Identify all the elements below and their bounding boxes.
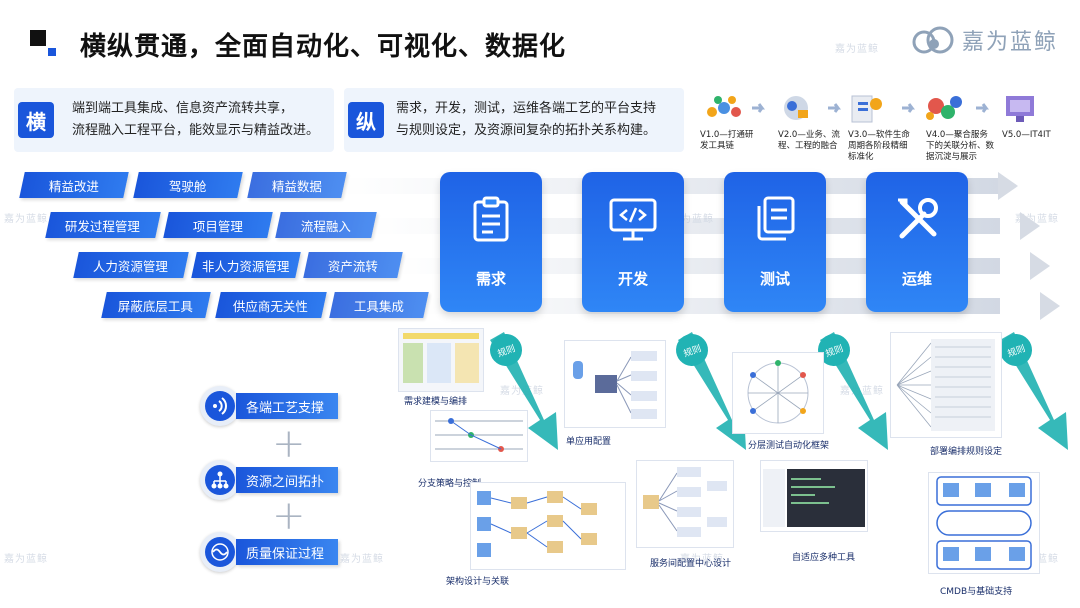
logo: 嘉为蓝鲸 [912,22,1058,58]
watermark: 嘉为蓝鲸 [500,386,544,397]
thumbnail-service-config-center [636,460,734,548]
horizontal-badge: 横 [18,102,54,138]
phase-label: 需求 [475,270,506,288]
support-label: 各端工艺支撑 [236,393,339,419]
phase-testing: 测试 [724,172,826,312]
pill-lean-improve: 精益改进 [19,172,129,198]
caption-branch-strategy: 分支策略与控制 [418,479,482,489]
document-stack-icon [757,196,795,241]
plus-icon: + [272,421,306,467]
thumbnail-requirement-modeling [398,328,484,392]
version-icons [700,88,1060,128]
phase-development: 开发 [582,172,684,312]
logo-icon [912,26,954,54]
version-label-5: V5.0—IT4IT [1002,130,1051,140]
page-title: 横纵贯通，全面自动化、可视化、数据化 [80,32,567,62]
support-process: 各端工艺支撑 [200,386,352,426]
watermark: 嘉为蓝鲸 [4,214,48,225]
pill-nonhr-mgmt: 非人力资源管理 [191,252,301,278]
pill-shield-tools: 屏蔽底层工具 [101,292,211,318]
thumbnail-single-app-config [564,340,666,428]
phase-requirement: 需求 [440,172,542,312]
version-label-2: V2.0—业务、流程、工程的融合 [778,130,840,151]
watermark: 嘉为蓝鲸 [4,554,48,565]
version-label-1: V1.0—打通研发工具链 [700,130,754,151]
thumbnail-cmdb [928,472,1040,574]
support-icon-wrap [200,460,240,500]
caption-architecture: 架构设计与关联 [446,577,510,587]
stream-arrowhead [1040,292,1060,320]
support-quality: 质量保证过程 [200,532,352,572]
v3-icon [851,95,882,123]
tools-icon [898,198,938,239]
thumbnail-layered-testing [732,352,824,434]
caption-service-config-center: 服务间配置中心设计 [650,559,732,569]
v5-icon [1006,96,1034,122]
horizontal-text-2: 流程融入工程平台，能效显示与精益改进。 [72,123,320,138]
stream-arrowhead [998,172,1018,200]
pill-cockpit: 驾驶舱 [133,172,243,198]
pill-rd-process: 研发过程管理 [45,212,161,238]
caption-single-app-config: 单应用配置 [566,437,612,447]
phase-label: 运维 [901,270,932,288]
thumbnail-architecture [470,482,626,570]
horizontal-card [14,88,334,152]
stream-arrowhead [1020,212,1040,240]
support-icon-wrap [200,386,240,426]
topology-icon [211,471,229,489]
title-mark [30,30,56,56]
pill-process-merge: 流程融入 [275,212,377,238]
signal-icon [213,397,227,415]
v4-icon [926,96,962,120]
phase-label: 测试 [759,270,790,288]
clipboard-icon [473,196,509,242]
stream-row-4 [420,298,1000,314]
wave-icon [211,543,229,561]
watermark: 嘉为蓝鲸 [680,554,724,565]
pill-tool-integration: 工具集成 [329,292,429,318]
support-label: 资源之间拓扑 [236,467,339,493]
pill-project-mgmt: 项目管理 [163,212,273,238]
vertical-card [344,88,684,152]
version-label-4: V4.0—聚合服务下的关联分析、数据沉淀与展示 [926,130,995,162]
vertical-text-2: 与规则设定，及资源间复杂的拓扑关系构建。 [396,123,657,138]
caption-deploy-orchestration: 部署编排规则设定 [930,447,1003,457]
watermark: 嘉为蓝鲸 [840,386,884,397]
pill-lean-data: 精益数据 [247,172,347,198]
logo-text: 嘉为蓝鲸 [962,30,1059,55]
pill-vendor-neutral: 供应商无关性 [215,292,327,318]
vertical-badge: 纵 [348,102,384,138]
horizontal-text-1: 端到端工具集成、信息资产流转共享， [72,101,294,116]
v2-icon [784,96,808,120]
pill-hr-mgmt: 人力资源管理 [73,252,189,278]
phase-label: 开发 [617,270,648,288]
support-icon-wrap [200,532,240,572]
support-label: 质量保证过程 [236,539,339,565]
version-label-3: V3.0—软件生命周期各阶段精细标准化 [848,130,910,162]
watermark: 嘉为蓝鲸 [340,554,384,565]
version-evolution-graphic [707,95,1034,123]
caption-requirement-modeling: 需求建模与编排 [404,397,468,407]
thumbnail-deploy-orchestration [890,332,1002,438]
caption-cmdb: CMDB与基础支持 [940,587,1013,597]
phase-operations: 运维 [866,172,968,312]
watermark: 嘉为蓝鲸 [835,44,879,55]
caption-adaptive-tools: 自适应多种工具 [792,553,856,563]
vertical-text-1: 需求，开发，测试，运维各端工艺的平台支持 [396,101,657,116]
stream-arrowhead [1030,252,1050,280]
plus-icon: + [272,493,306,539]
thumbnail-branch-strategy [430,410,528,462]
code-monitor-icon [609,198,657,241]
thumbnail-adaptive-tools [760,460,868,532]
caption-layered-testing: 分层测试自动化框架 [748,441,830,451]
support-topology: 资源之间拓扑 [200,460,352,500]
v1-icon [707,96,741,117]
stream-row-3 [395,258,1000,274]
pill-asset-flow: 资产流转 [303,252,403,278]
